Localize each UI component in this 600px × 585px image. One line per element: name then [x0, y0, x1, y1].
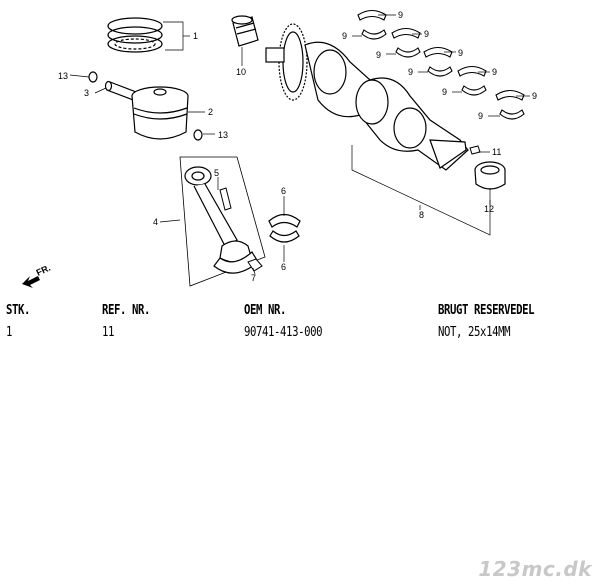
callout: 13 [58, 71, 68, 81]
callout: 9 [376, 50, 381, 60]
callout: 13 [218, 130, 228, 140]
piston [131, 86, 189, 140]
connecting-rod [184, 166, 253, 264]
pin-clip-right [193, 129, 203, 141]
rod-cap [213, 251, 259, 274]
callout: 9 [492, 67, 497, 77]
callout: 9 [342, 31, 347, 41]
needle-bearing [231, 15, 259, 47]
rod-bearing-upper [268, 213, 301, 228]
callout: 11 [492, 147, 501, 157]
cell-ref-nr: 11 [102, 325, 115, 340]
callout: 9 [398, 10, 403, 20]
cell-part-name: NOT, 25x14MM [438, 325, 511, 340]
front-direction-arrow: FR. [22, 263, 52, 288]
main-bearings [357, 9, 525, 120]
cell-qty: 1 [6, 325, 13, 340]
cell-oem-nr: 90741-413-000 [244, 325, 323, 340]
callout: 6 [281, 186, 286, 196]
callout: 9 [458, 48, 463, 58]
pin-clip-left [88, 71, 98, 83]
callout: 9 [424, 29, 429, 39]
leader-lines [69, 14, 530, 275]
header-ref-nr: REF. NR. [102, 303, 151, 318]
header-qty: STK. [6, 303, 31, 318]
parts-diagram: 1 2 3 4 5 6 6 7 8 9 9 9 9 9 9 9 9 9 9 10… [22, 9, 537, 288]
rod-bolt [219, 187, 232, 211]
header-part-name: BRUGT RESERVEDEL [438, 303, 535, 318]
arrow-icon [22, 276, 40, 288]
callout: 9 [442, 87, 447, 97]
callout-numbers: 1 2 3 4 5 6 6 7 8 9 9 9 9 9 9 9 9 9 9 10… [58, 10, 537, 283]
conrod-group-outline [179, 156, 266, 287]
header-oem-nr: OEM NR. [244, 303, 287, 318]
rod-bearing-lower [269, 230, 300, 243]
callout: 10 [236, 67, 246, 77]
callout: 1 [193, 31, 198, 41]
direction-label: FR. [35, 263, 52, 278]
callout: 5 [214, 168, 219, 178]
rod-nut [247, 258, 263, 272]
callout: 7 [251, 273, 256, 283]
callout: 9 [408, 67, 413, 77]
roller-bearing [474, 161, 506, 190]
callout: 9 [532, 91, 537, 101]
watermark-logo: 123mc.dk [478, 557, 592, 581]
callout: 9 [478, 111, 483, 121]
callout: 12 [484, 204, 494, 214]
callout: 4 [153, 217, 158, 227]
callout: 2 [208, 107, 213, 117]
woodruff-key [469, 145, 481, 155]
callout: 8 [419, 210, 424, 220]
piston-rings [107, 17, 163, 53]
callout: 3 [84, 88, 89, 98]
callout: 6 [281, 262, 286, 272]
crankshaft [265, 23, 469, 171]
